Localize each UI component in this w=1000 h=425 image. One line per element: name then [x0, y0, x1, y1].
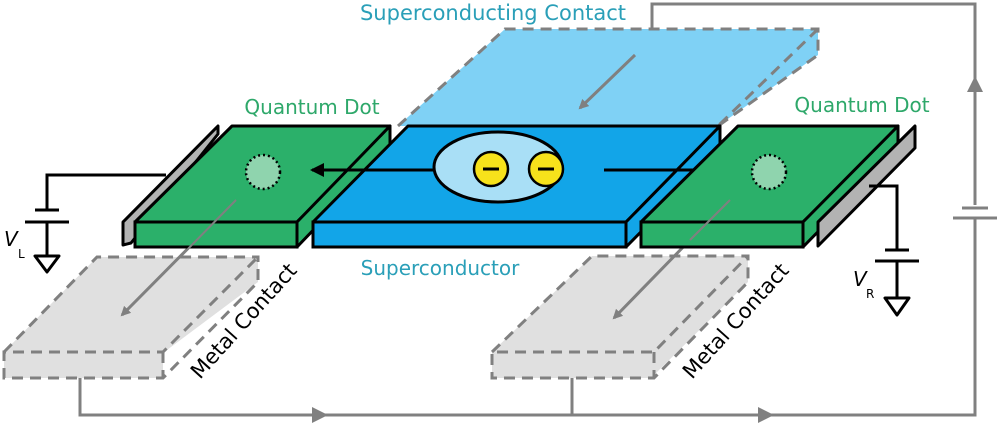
metal-contact-right-flow-line: [689, 199, 731, 241]
circuit-arrow-right-icon: [312, 407, 328, 423]
metal-contact-left: [2, 198, 260, 380]
superconducting-contact: [396, 27, 820, 128]
ground-right-icon: [883, 296, 911, 317]
vr-label: V: [853, 267, 868, 291]
voltage-source-left: [25, 173, 166, 274]
circuit-arrow-right-icon: [758, 407, 774, 423]
vl-label: V: [4, 227, 19, 251]
metal-contact-right: [490, 238, 750, 380]
quantum-dot-left-spot: [244, 153, 282, 191]
metal-contact-right-flow-arrow-icon: [612, 238, 692, 320]
superconducting-contact-label: Superconducting Contact: [360, 1, 626, 25]
superconductor: [310, 124, 730, 249]
voltage-source-right: [869, 184, 919, 317]
ground-left-icon: [33, 254, 61, 274]
quantum-dot-left-label: Quantum Dot: [244, 95, 379, 119]
metal-contact-left-flow-line: [179, 199, 237, 258]
vl-subscript: L: [18, 247, 25, 261]
quantum-dot-right-spot: [750, 153, 788, 191]
circuit-battery-icon: [953, 205, 997, 220]
sc-contact-flow-arrow-icon: [578, 53, 637, 110]
vr-subscript: R: [866, 287, 874, 301]
circuit-arrow-up-icon: [967, 76, 983, 92]
superconductor-label: Superconductor: [361, 256, 521, 280]
gate-right: [816, 124, 917, 248]
quantum-dot-right-label: Quantum Dot: [794, 93, 929, 117]
